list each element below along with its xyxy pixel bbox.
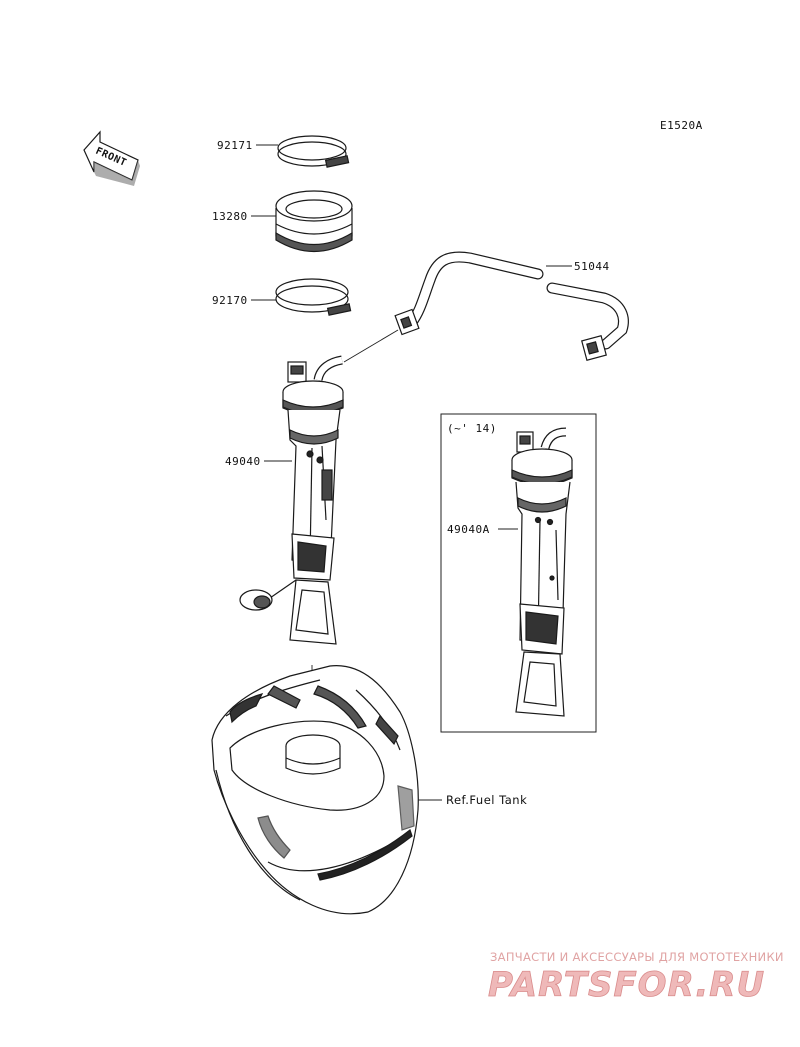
band-92171: 92171: [217, 135, 350, 168]
diagram-code: E1520A: [660, 119, 703, 132]
part-label-49040a: 49040A: [447, 523, 490, 536]
watermark-logo: PARTSFOR.RU: [488, 965, 765, 1006]
fuel-tank: Ref.Fuel Tank: [211, 665, 527, 915]
front-arrow-icon: FRONT: [83, 130, 140, 186]
fuel-pump-49040: 49040: [225, 355, 344, 736]
part-label-92170: 92170: [212, 294, 248, 307]
part-label-92171: 92171: [217, 139, 253, 152]
band-92170: 92170: [212, 278, 352, 316]
fuel-tank-ref-label: Ref.Fuel Tank: [446, 793, 527, 807]
part-label-13280: 13280: [212, 210, 248, 223]
watermark-tagline: ЗАПЧАСТИ И АКСЕССУАРЫ ДЛЯ МОТОТЕХНИКИ: [490, 950, 784, 964]
hose-51044: 51044: [343, 251, 629, 363]
part-label-51044: 51044: [574, 260, 610, 273]
variant-box: (~' 14) 49040A: [440, 413, 597, 733]
watermark-brand: PARTSFOR.RU: [488, 965, 765, 1005]
variant-note: (~' 14): [447, 422, 497, 435]
seal-13280: 13280: [212, 190, 353, 253]
part-label-49040: 49040: [225, 455, 261, 468]
